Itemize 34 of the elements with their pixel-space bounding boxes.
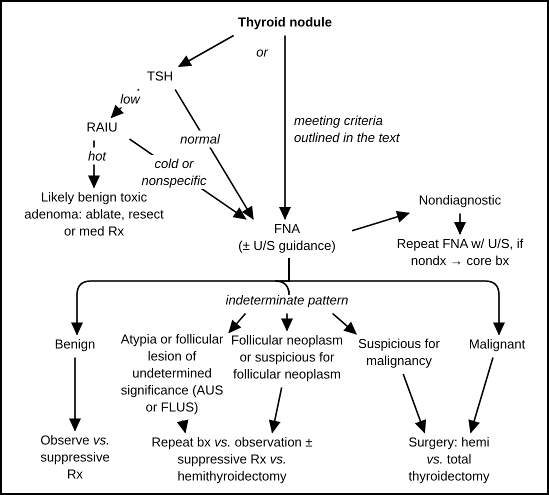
arrow: [268, 387, 282, 434]
node-text: Surgery: hemi vs. total thyroidectomy: [408, 434, 490, 484]
node-text: Observe vs. suppressive Rx: [39, 432, 111, 482]
node-text: indeterminate pattern: [226, 292, 348, 308]
node-text: Nondiagnostic: [418, 192, 502, 208]
arrow: [178, 34, 234, 68]
edge-label: normal: [178, 130, 222, 148]
arrow: [454, 214, 466, 235]
arrow: [228, 312, 246, 334]
node-text: TSH: [147, 68, 173, 84]
arrow: [281, 314, 293, 332]
node-text: Repeat FNA w/ U/S, if nondx → core bx: [396, 235, 524, 269]
node-text: Atypia or follicular lesion of undetermined significance (AUS or FLUS): [120, 330, 224, 416]
arrow: [69, 358, 81, 432]
node-text: Thyroid nodule: [238, 14, 332, 30]
arrow: [332, 312, 357, 335]
arrow: [468, 357, 494, 434]
arrow: [288, 258, 505, 336]
node-text: Repeat bx vs. observation ± suppressive Rx vs. hemithyroidectomy: [150, 434, 314, 484]
node-text: Likely benign toxic adenoma: ablate, resect or med Rx: [23, 188, 165, 240]
node-text: RAIU: [86, 118, 118, 136]
node-text: FNA: [274, 220, 300, 237]
arrow: [402, 374, 426, 434]
arrow: [176, 419, 188, 434]
node-text: Benign: [54, 336, 96, 352]
edge-label: low: [118, 90, 142, 108]
arrow: [279, 36, 291, 220]
node-text: Follicular neoplasm or suspicious for follicular neoplasm: [230, 332, 344, 382]
node-text: (± U/S guidance): [238, 237, 336, 254]
edge-label: hot: [86, 148, 108, 164]
node-text: Suspicious for malignancy: [357, 335, 441, 369]
arrow: [352, 211, 410, 232]
arrow: [174, 89, 254, 220]
node-text: Malignant: [468, 336, 526, 352]
